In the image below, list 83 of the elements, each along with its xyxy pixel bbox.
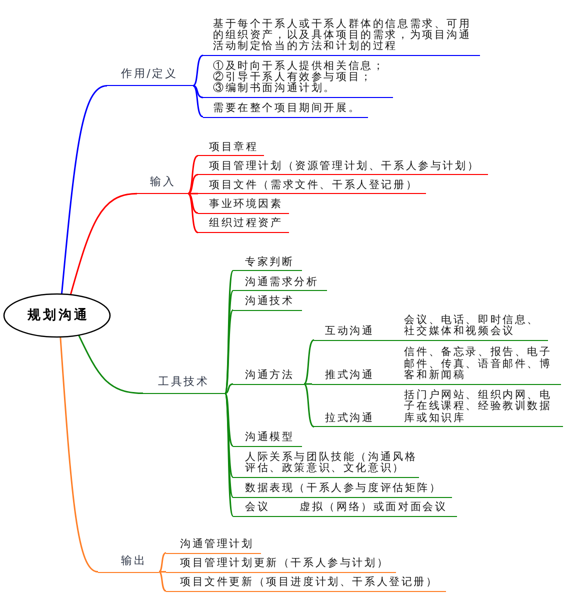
underlined-topic bbox=[198, 180, 426, 194]
branch-connector bbox=[224, 392, 234, 498]
branch-connector bbox=[159, 571, 166, 573]
topic-text: 项目管理计划（资源管理计划、干系人参与计划） bbox=[209, 160, 480, 172]
topic-text: 规划沟通 bbox=[27, 308, 90, 323]
branch-connector bbox=[188, 155, 198, 194]
underlined-topic bbox=[233, 483, 452, 498]
topic-text: 需要在整个项目期间开展。 bbox=[213, 102, 361, 114]
branch-connector bbox=[224, 393, 234, 516]
topic-text: 事业环境因素 bbox=[209, 198, 283, 210]
topic-text: 项目管理计划更新（干系人参与计划） bbox=[180, 558, 390, 570]
topic-text: 沟通方法 bbox=[245, 370, 294, 382]
topic-text: 人际关系与团队技能（沟通风格评估、政策意识、文化意识） bbox=[245, 452, 418, 475]
branch-connector bbox=[188, 192, 198, 194]
underlined-topic bbox=[198, 160, 488, 176]
branch-label: 作用/定义 bbox=[121, 68, 178, 80]
detail-text: 会议、电话、即时信息、社交媒体和视频会议 bbox=[404, 314, 541, 338]
topic-text: 沟通技术 bbox=[245, 296, 294, 308]
topic-text: 项目文件更新（项目进度计划、干系人登记册） bbox=[180, 576, 438, 588]
branch-connector bbox=[188, 192, 198, 214]
underlined-topic bbox=[233, 256, 302, 272]
underlined-topic bbox=[198, 198, 289, 214]
branch-label: 工具技术 bbox=[158, 376, 210, 388]
underlined-topic bbox=[203, 102, 368, 118]
topic-text: 互动沟通 bbox=[325, 326, 374, 338]
topic-text: 沟通模型 bbox=[245, 432, 294, 444]
branch-connector bbox=[224, 290, 234, 394]
branch-label: 输出 bbox=[121, 554, 147, 567]
detail-text: 虚拟（网络）或面对面会议 bbox=[300, 502, 448, 514]
branch-connector bbox=[192, 84, 204, 98]
underlined-topic bbox=[143, 376, 225, 394]
branch-connector bbox=[188, 192, 198, 234]
branch-label: 输入 bbox=[150, 176, 176, 188]
topic-text: 会议 bbox=[245, 502, 270, 514]
branch-connector bbox=[224, 383, 234, 394]
underlined-topic bbox=[107, 68, 193, 86]
branch-connector bbox=[304, 383, 312, 385]
branch-connector bbox=[70, 192, 138, 295]
underlined-topic bbox=[98, 554, 159, 573]
topic-text: 项目章程 bbox=[209, 142, 258, 153]
underlined-topic bbox=[166, 576, 446, 592]
branch-connector bbox=[192, 54, 204, 86]
topic-text: ②引导干系人有效参与项目； bbox=[213, 72, 373, 84]
topic-text: 专家判断 bbox=[245, 256, 294, 268]
topic-text: ①及时向干系人提供相关信息； bbox=[213, 60, 386, 72]
topic-text: 推式沟通 bbox=[325, 370, 374, 382]
underlined-topic bbox=[314, 390, 563, 428]
underlined-topic bbox=[233, 432, 302, 447]
underlined-topic bbox=[233, 502, 457, 517]
branch-connector bbox=[188, 174, 198, 194]
underlined-topic bbox=[233, 452, 419, 478]
underlined-topic bbox=[314, 314, 548, 341]
branch-connector bbox=[78, 334, 144, 394]
underlined-topic bbox=[137, 176, 188, 194]
underlined-topic bbox=[233, 296, 302, 311]
branch-connector bbox=[304, 383, 314, 428]
topic-text: 数据表现（干系人参与度评估矩阵） bbox=[245, 483, 442, 495]
branch-connector bbox=[304, 339, 314, 385]
topic-text: 拉式沟通 bbox=[325, 412, 374, 424]
topic-text: 沟通需求分析 bbox=[245, 276, 319, 288]
topic-text: 基于每个干系人或干系人群体的信息需求、可用的组织资产，以及具体项目的需求，为项目沟通活动制定恰当的方法和计划的过程 bbox=[213, 18, 472, 53]
underlined-topic bbox=[198, 142, 264, 156]
branch-connector bbox=[158, 571, 166, 592]
underlined-topic bbox=[198, 218, 289, 234]
branch-connector bbox=[158, 552, 166, 572]
underlined-topic bbox=[166, 558, 396, 573]
topic-text: ③编制书面沟通计划。 bbox=[213, 83, 336, 95]
branch-connector bbox=[192, 85, 204, 118]
detail-text: 信件、备忘录、报告、电子邮件、传真、语音邮件、博客和新闻稿 bbox=[404, 347, 553, 382]
branch-connector bbox=[60, 336, 98, 573]
branch-connector bbox=[224, 392, 234, 447]
topic-text: 沟通管理计划 bbox=[180, 538, 254, 550]
topic-text: 项目文件（需求文件、干系人登记册） bbox=[209, 180, 418, 191]
underlined-topic bbox=[166, 538, 261, 554]
underlined-topic bbox=[233, 370, 304, 385]
branch-connector bbox=[60, 84, 108, 294]
topic-ellipse bbox=[3, 293, 111, 338]
topic-text: 组织过程资产 bbox=[209, 218, 283, 230]
detail-text: 括门户网站、组织内网、电子在线课程、经验教训数据库或知识库 bbox=[404, 390, 553, 424]
underlined-topic bbox=[233, 276, 327, 292]
branch-connector bbox=[224, 310, 234, 394]
underlined-topic bbox=[312, 347, 561, 385]
underlined-topic bbox=[203, 60, 393, 98]
